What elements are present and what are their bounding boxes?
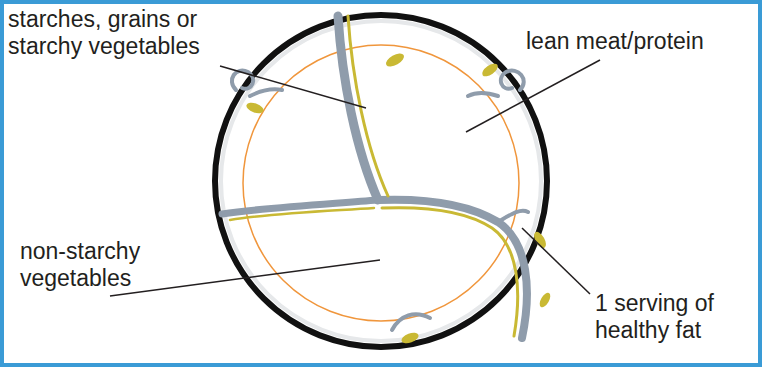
leader-line <box>220 66 366 108</box>
callout-label: 1 serving of healthy fat <box>595 290 745 344</box>
vine-accent <box>382 208 518 336</box>
vine-leaves <box>245 51 552 346</box>
leaf <box>400 331 420 346</box>
vine-accent <box>230 208 374 220</box>
vine-stem <box>250 89 282 96</box>
leader-line <box>110 260 380 296</box>
vine-stem <box>498 211 528 222</box>
vine-curl <box>501 71 524 90</box>
leaf <box>538 291 553 309</box>
leaf <box>384 51 406 70</box>
plate-rim <box>215 15 547 347</box>
leader-line <box>466 60 600 132</box>
callout-label: lean meat/protein <box>526 28 751 55</box>
vine-stem <box>338 16 378 200</box>
leaf <box>480 61 500 79</box>
vine-decoration <box>222 16 528 338</box>
vine-accent <box>230 16 518 336</box>
leader-lines <box>110 60 600 296</box>
callout-label: starches, grains or starchy vegetables <box>8 6 248 60</box>
vine-stem <box>468 93 498 96</box>
vine-accent <box>348 16 388 196</box>
callout-label: non-starchy vegetables <box>20 238 170 292</box>
vine-stem <box>392 314 430 330</box>
leaf <box>245 101 265 116</box>
vine-curl <box>232 71 253 90</box>
leader-line <box>522 228 590 294</box>
